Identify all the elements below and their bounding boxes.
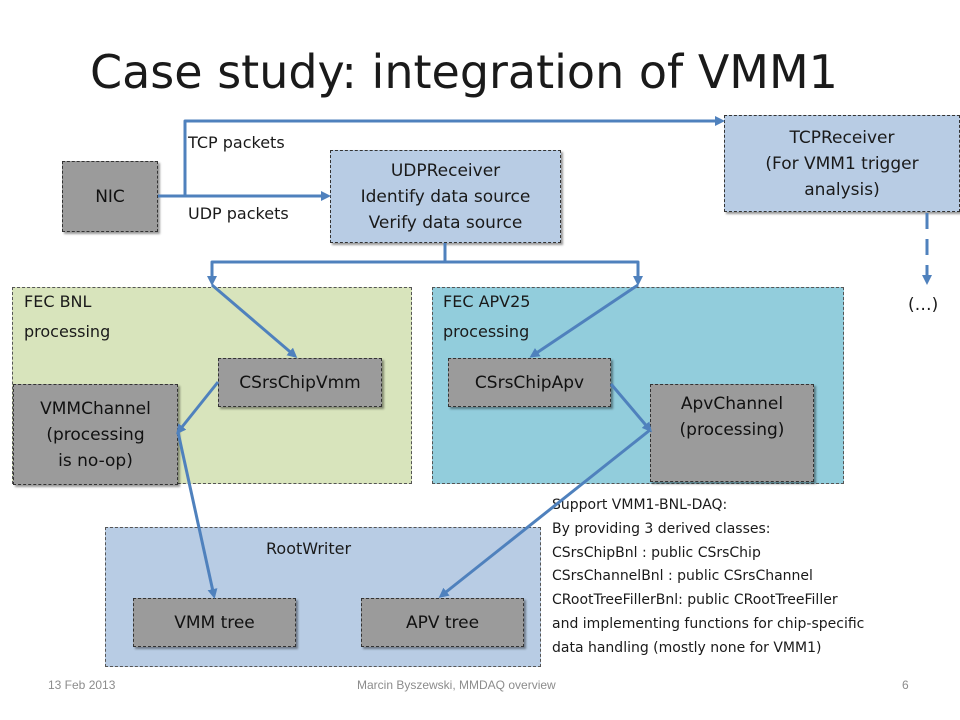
udp-packets-label: UDP packets bbox=[188, 204, 289, 223]
apv-channel-label: ApvChannel (processing) bbox=[679, 394, 785, 440]
to-vmm-channel-arrow bbox=[176, 381, 220, 435]
tcp-arrow bbox=[158, 116, 725, 198]
note-line: CSrsChannelBnl : public CSrsChannel bbox=[552, 568, 813, 585]
csrs-chip-apv-label: CSrsChipApv bbox=[474, 372, 585, 393]
split-right-arrow bbox=[445, 260, 643, 286]
tcp-receiver-label: TCPReceiver (For VMM1 trigger analysis) bbox=[765, 127, 919, 200]
vmm-channel-label: VMMChannel (processing is no-op) bbox=[40, 398, 151, 471]
to-apv-tree-arrow bbox=[438, 428, 651, 598]
to-vmm-tree-arrow bbox=[176, 431, 218, 599]
fec-bnl-label: FEC BNL processing bbox=[24, 292, 111, 341]
note-line: By providing 3 derived classes: bbox=[552, 520, 771, 537]
csrs-chip-vmm-box: CSrsChipVmm bbox=[218, 358, 382, 407]
split-left-arrow bbox=[207, 243, 447, 286]
vmm-tree-box: VMM tree bbox=[133, 598, 296, 647]
to-apv-channel-arrow bbox=[609, 383, 652, 433]
tcp-receiver-box: TCPReceiver (For VMM1 trigger analysis) bbox=[724, 115, 960, 212]
apv-channel-box: ApvChannel (processing) bbox=[650, 384, 814, 482]
note-line: and implementing functions for chip-spec… bbox=[552, 615, 865, 632]
nic-label: NIC bbox=[95, 186, 125, 207]
root-writer-label: RootWriter bbox=[266, 539, 352, 558]
footer-author: Marcin Byszewski, MMDAQ overview bbox=[357, 678, 556, 692]
slide-title: Case study: integration of VMM1 bbox=[90, 45, 838, 99]
apv-tree-box: APV tree bbox=[361, 598, 524, 647]
note-line: data handling (mostly none for VMM1) bbox=[552, 639, 822, 656]
udp-receiver-label: UDPReceiver Identify data source Verify … bbox=[360, 160, 531, 233]
ellipsis-label: (…) bbox=[908, 295, 939, 315]
vmm-tree-label: VMM tree bbox=[174, 612, 255, 633]
tcp-packets-label: TCP packets bbox=[188, 133, 285, 152]
csrs-chip-vmm-label: CSrsChipVmm bbox=[239, 372, 361, 393]
csrs-chip-apv-box: CSrsChipApv bbox=[448, 358, 611, 407]
nic-box: NIC bbox=[62, 161, 158, 232]
note-line: CSrsChipBnl : public CSrsChip bbox=[552, 544, 761, 561]
footer-date: 13 Feb 2013 bbox=[48, 678, 116, 692]
fec-apv25-label: FEC APV25 processing bbox=[443, 292, 531, 341]
apv-tree-label: APV tree bbox=[405, 612, 480, 633]
note-line: CRootTreeFillerBnl: public CRootTreeFill… bbox=[552, 592, 838, 609]
vmm-channel-box: VMMChannel (processing is no-op) bbox=[13, 384, 178, 485]
support-note: Support VMM1-BNL-DAQ: By providing 3 der… bbox=[552, 494, 952, 661]
to-csrs-chip-vmm-arrow bbox=[211, 283, 298, 358]
note-line: Support VMM1-BNL-DAQ: bbox=[552, 497, 728, 513]
footer-page: 6 bbox=[902, 678, 909, 692]
to-csrs-chip-apv-arrow bbox=[529, 283, 639, 358]
